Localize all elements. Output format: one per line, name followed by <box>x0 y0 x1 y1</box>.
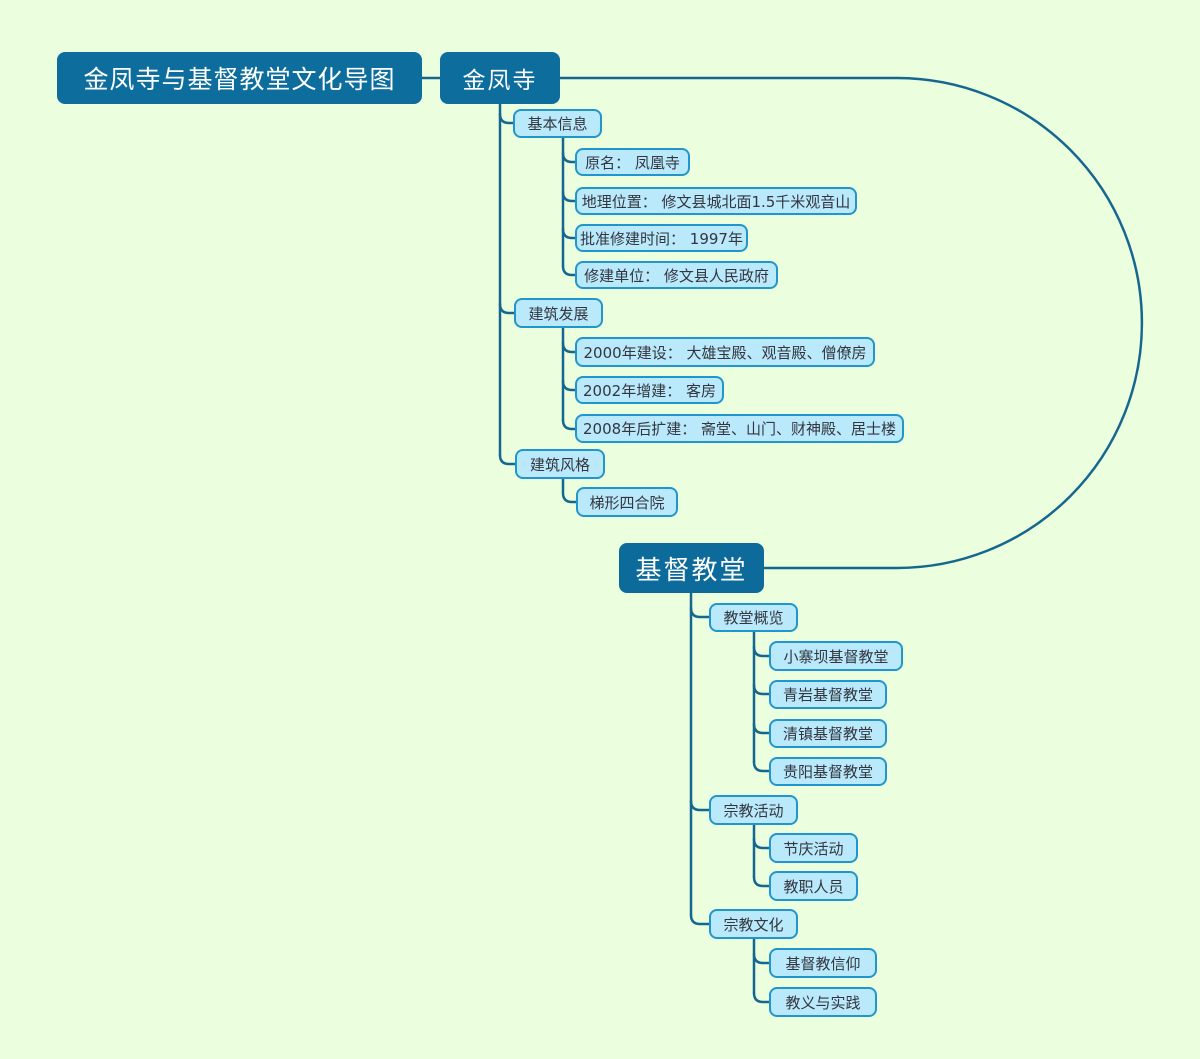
leaf-xiaozhaiba-church[interactable]: 小寨坝基督教堂 <box>769 641 903 671</box>
branch-religious-culture[interactable]: 宗教文化 <box>709 909 798 939</box>
leaf-doctrine-practice[interactable]: 教义与实践 <box>769 987 877 1017</box>
leaf-2000-construction[interactable]: 2000年建设： 大雄宝殿、观音殿、僧僚房 <box>575 337 875 367</box>
leaf-festival-activities[interactable]: 节庆活动 <box>769 833 858 863</box>
leaf-qingyan-church[interactable]: 青岩基督教堂 <box>769 680 887 709</box>
main-node-temple[interactable]: 金凤寺 <box>440 52 560 104</box>
branch-religious-activities[interactable]: 宗教活动 <box>709 795 798 825</box>
leaf-qingzhen-church[interactable]: 清镇基督教堂 <box>769 719 887 748</box>
leaf-location[interactable]: 地理位置： 修文县城北面1.5千米观音山 <box>575 187 857 215</box>
leaf-builder[interactable]: 修建单位： 修文县人民政府 <box>575 261 778 289</box>
leaf-2002-expansion[interactable]: 2002年增建： 客房 <box>575 376 724 404</box>
leaf-2008-expansion[interactable]: 2008年后扩建： 斋堂、山门、财神殿、居士楼 <box>575 414 904 443</box>
leaf-approval-year[interactable]: 批准修建时间： 1997年 <box>575 224 748 252</box>
leaf-trapezoid-courtyard[interactable]: 梯形四合院 <box>576 487 678 517</box>
branch-construction-development[interactable]: 建筑发展 <box>514 298 603 328</box>
leaf-guiyang-church[interactable]: 贵阳基督教堂 <box>769 757 887 786</box>
branch-basic-info[interactable]: 基本信息 <box>513 109 602 138</box>
branch-church-overview[interactable]: 教堂概览 <box>709 603 798 632</box>
root-title-node[interactable]: 金凤寺与基督教堂文化导图 <box>57 52 422 104</box>
leaf-original-name[interactable]: 原名： 凤凰寺 <box>575 148 690 176</box>
leaf-christian-faith[interactable]: 基督教信仰 <box>769 948 877 978</box>
leaf-clergy[interactable]: 教职人员 <box>769 871 858 901</box>
branch-architecture-style[interactable]: 建筑风格 <box>515 449 605 479</box>
main-node-church[interactable]: 基督教堂 <box>619 543 764 593</box>
